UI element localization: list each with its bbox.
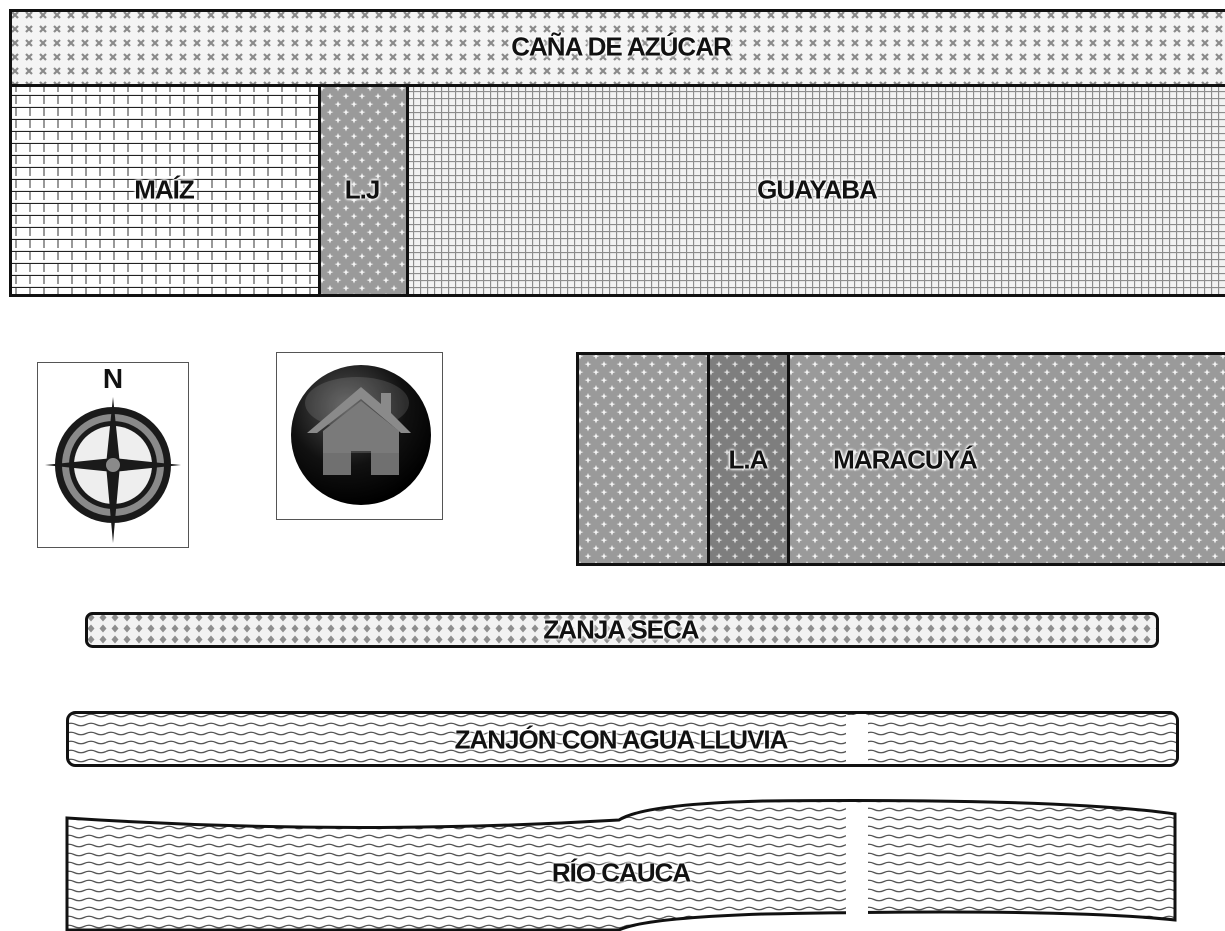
plot-la [707, 352, 790, 566]
rio-cauca [65, 799, 1177, 931]
north-label: N [102, 363, 124, 394]
compass-box: N [37, 362, 189, 548]
plot-label-lj: L.J [344, 174, 381, 205]
plot-label-maracuya: MARACUYÁ [833, 444, 978, 475]
plot-maiz [9, 84, 321, 297]
compass-rose-icon [45, 397, 181, 543]
zanjon-label: ZANJÓN CON AGUA LLUVIA [454, 724, 789, 755]
zanja-seca-label: ZANJA SECA [543, 614, 699, 645]
plot-label-maiz: MAÍZ [134, 174, 195, 205]
plot-label-cana: CAÑA DE AZÚCAR [511, 31, 732, 62]
rio-cauca-label: RÍO CAUCA [551, 857, 691, 888]
plot-maracuya [787, 352, 1225, 566]
zanja-seca [85, 612, 1159, 648]
plot-guayaba [406, 84, 1225, 297]
zanjon-agua-lluvia [66, 711, 1179, 767]
home-box [276, 352, 443, 520]
plot-label-guayaba: GUAYABA [757, 174, 878, 205]
plot-label-la: L.A [728, 444, 769, 475]
plot-cana-de-azucar [9, 9, 1225, 87]
plot-maracuya-left [576, 352, 710, 566]
plot-lj [318, 84, 409, 297]
house-icon [291, 365, 431, 505]
